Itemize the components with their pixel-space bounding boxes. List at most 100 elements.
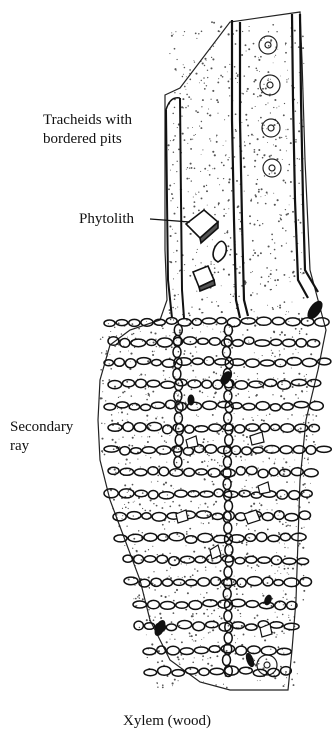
stipple-dot [194, 61, 195, 62]
stipple-dot [189, 315, 191, 317]
stipple-dot [194, 568, 195, 569]
stipple-dot [189, 167, 190, 168]
stipple-dot [132, 405, 133, 406]
stipple-dot [192, 639, 193, 640]
stipple-dot [166, 462, 167, 463]
stipple-dot [171, 35, 173, 37]
stipple-dot [303, 63, 304, 64]
stipple-dot [189, 275, 191, 277]
stipple-dot [141, 436, 142, 437]
stipple-dot [219, 400, 220, 401]
stipple-dot [165, 442, 166, 443]
ray-cell [236, 467, 245, 475]
stipple-dot [279, 307, 281, 309]
stipple-dot [255, 194, 257, 196]
stipple-dot [278, 220, 280, 222]
stipple-dot [224, 119, 225, 120]
stipple-dot [192, 139, 193, 140]
stipple-dot [169, 53, 170, 54]
stipple-dot [173, 140, 174, 141]
stipple-dot [185, 107, 186, 108]
stipple-dot [258, 191, 260, 193]
stipple-dot [186, 94, 188, 96]
stipple-dot [200, 594, 201, 595]
vertical-ray-cell [174, 413, 182, 424]
stipple-dot [217, 271, 219, 273]
stipple-dot [127, 413, 128, 414]
stipple-dot [295, 141, 297, 143]
stipple-dot [191, 492, 192, 493]
stipple-dot [260, 117, 262, 119]
stipple-dot [192, 370, 194, 372]
stipple-dot [238, 219, 239, 220]
stipple-dot [256, 486, 258, 488]
stipple-dot [283, 114, 285, 116]
stipple-dot [307, 407, 308, 408]
stipple-dot [219, 570, 221, 572]
tracheids-label: Tracheids with bordered pits [43, 111, 132, 149]
stipple-dot [244, 141, 245, 142]
stipple-dot [201, 106, 202, 107]
stipple-dot [222, 554, 224, 556]
stipple-dot [292, 568, 294, 570]
stipple-dot [114, 327, 115, 328]
stipple-dot [262, 595, 264, 597]
stipple-dot [226, 650, 228, 652]
stipple-dot [128, 502, 130, 504]
ray-cell [241, 318, 255, 324]
ray-cell [148, 467, 158, 475]
stipple-dot [260, 504, 262, 506]
vertical-ray-cell [176, 424, 184, 435]
stipple-dot [108, 323, 109, 324]
stipple-dot [227, 230, 228, 231]
stipple-dot [149, 510, 151, 512]
stipple-dot [188, 96, 190, 98]
ray-cell [245, 534, 255, 542]
stipple-dot [212, 151, 214, 153]
stipple-dot [118, 322, 120, 324]
stipple-dot [298, 130, 300, 132]
stipple-dot [220, 375, 221, 376]
stipple-dot [237, 205, 239, 207]
ray-cell [265, 379, 277, 386]
stipple-dot [154, 332, 156, 334]
stipple-dot [194, 454, 195, 455]
stipple-dot [136, 605, 137, 606]
stipple-dot [144, 445, 145, 446]
stipple-dot [170, 639, 171, 640]
stipple-dot [220, 586, 221, 587]
stipple-dot [240, 456, 242, 458]
stipple-dot [163, 375, 164, 376]
stipple-dot [267, 509, 268, 510]
ray-cell [212, 513, 223, 519]
stipple-dot [254, 325, 256, 327]
ray-cell [108, 337, 119, 346]
ray-cell [177, 358, 192, 366]
stipple-dot [223, 178, 224, 179]
vertical-ray-cell [224, 633, 232, 644]
stipple-dot [218, 608, 219, 609]
stipple-dot [236, 523, 238, 525]
stipple-dot [285, 671, 287, 673]
stipple-dot [248, 30, 249, 31]
stipple-dot [178, 448, 179, 449]
stipple-dot [274, 279, 276, 281]
stipple-dot [155, 406, 156, 407]
stipple-dot [261, 276, 263, 278]
stipple-dot [195, 675, 196, 676]
stipple-dot [185, 609, 187, 611]
stipple-dot [128, 444, 130, 446]
ray-cell [211, 577, 221, 585]
stipple-dot [172, 289, 173, 290]
stipple-dot [142, 598, 144, 600]
stipple-dot [195, 33, 197, 35]
stipple-dot [198, 33, 200, 35]
stipple-dot [178, 504, 180, 506]
stipple-dot [216, 301, 217, 302]
stipple-dot [272, 394, 273, 395]
stipple-dot [122, 515, 123, 516]
ray-cell [142, 513, 151, 519]
stipple-dot [216, 136, 217, 137]
stipple-dot [219, 465, 221, 467]
stipple-dot [225, 141, 226, 142]
